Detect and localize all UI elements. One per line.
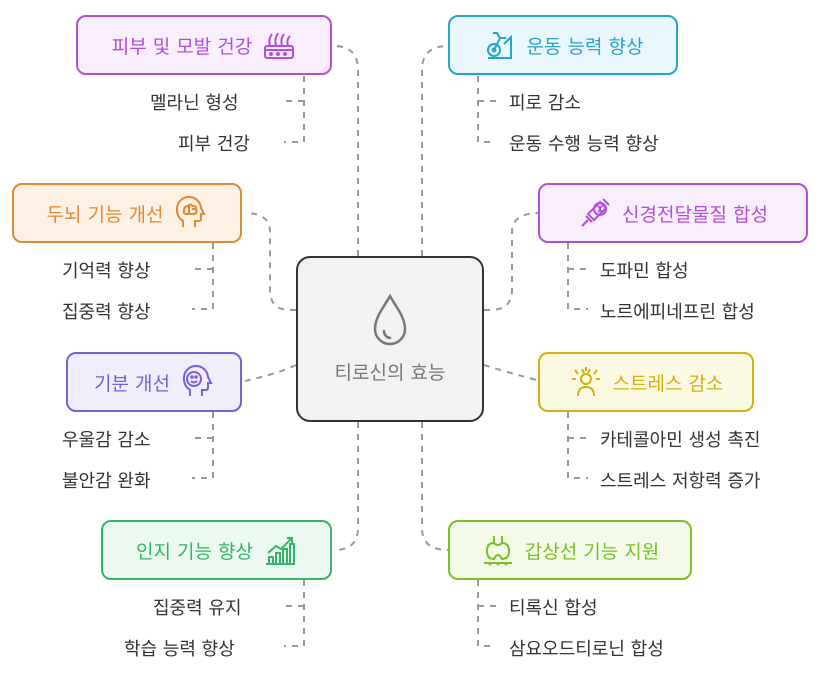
leaf-focus: 집중력 향상	[62, 302, 151, 323]
leaf-learning-ability: 학습 능력 향상	[124, 639, 235, 660]
leaf-stress-resistance: 스트레스 저항력 증가	[600, 471, 761, 492]
branch-label: 두뇌 기능 개선	[46, 203, 164, 226]
stress-person-icon	[569, 365, 603, 399]
leaf-depression-reduction: 우울감 감소	[62, 430, 151, 451]
exercise-bike-icon	[483, 28, 517, 62]
branch-label: 인지 기능 향상	[136, 540, 253, 563]
branch-mood: 기분 개선	[66, 352, 242, 412]
branch-label: 기분 개선	[94, 372, 170, 395]
branch-thyroid: 갑상선 기능 지원	[448, 520, 692, 580]
branch-neurotransmitter: 신경전달물질 합성	[538, 183, 808, 243]
leaf-exercise-performance: 운동 수행 능력 향상	[509, 134, 659, 155]
growth-chart-icon	[263, 533, 297, 567]
leaf-dopamine-synthesis: 도파민 합성	[600, 261, 689, 282]
leaf-catecholamine: 카테콜아민 생성 촉진	[600, 430, 761, 451]
dna-syringe-icon	[578, 196, 612, 230]
leaf-skin-health: 피부 건강	[178, 134, 250, 155]
leaf-melanin-formation: 멜라닌 형성	[150, 93, 239, 114]
branch-label: 운동 능력 향상	[526, 35, 644, 58]
leaf-thyroxine-synthesis: 티록신 합성	[509, 598, 598, 619]
leaf-anxiety-relief: 불안감 완화	[62, 471, 151, 492]
branch-stress-reduction: 스트레스 감소	[538, 352, 754, 412]
brain-head-icon	[173, 196, 207, 230]
water-drop-icon	[370, 293, 410, 353]
central-topic-title: 티로신의 효능	[334, 362, 446, 384]
branch-exercise: 운동 능력 향상	[448, 15, 678, 75]
leaf-memory: 기억력 향상	[62, 261, 151, 282]
skin-hair-icon	[262, 28, 296, 62]
leaf-sustain-focus: 집중력 유지	[153, 598, 242, 619]
branch-label: 신경전달물질 합성	[622, 203, 768, 226]
branch-cognition: 인지 기능 향상	[101, 520, 332, 580]
branch-label: 갑상선 기능 지원	[524, 540, 660, 563]
branch-skin-hair: 피부 및 모발 건강	[76, 15, 332, 75]
leaf-triiodothyronine-synthesis: 삼요오드티로닌 합성	[509, 639, 664, 660]
leaf-norepinephrine-synthesis: 노르에피네프린 합성	[600, 302, 755, 323]
central-topic-box: 티로신의 효능	[296, 256, 484, 422]
branch-label: 스트레스 감소	[612, 372, 724, 395]
thyroid-gland-icon	[481, 533, 515, 567]
leaf-fatigue-reduction: 피로 감소	[509, 93, 581, 114]
smile-head-icon	[180, 365, 214, 399]
branch-label: 피부 및 모발 건강	[111, 35, 253, 58]
branch-brain-function: 두뇌 기능 개선	[12, 183, 242, 243]
